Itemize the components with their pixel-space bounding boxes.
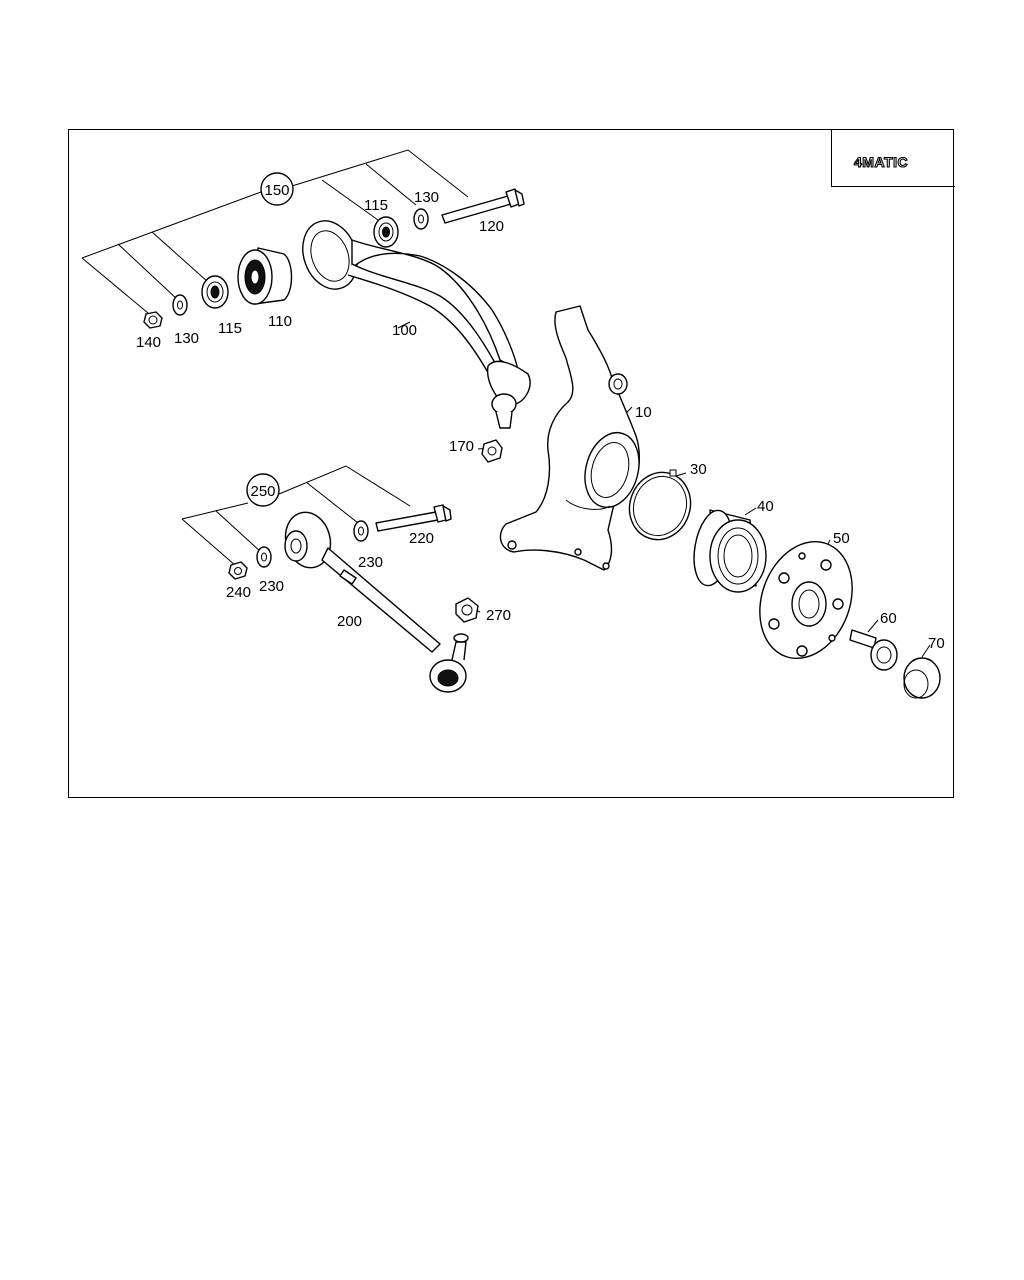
part-140-nut bbox=[143, 311, 163, 329]
part-30-retaining-ring bbox=[628, 469, 692, 541]
label-270: 270 bbox=[486, 607, 511, 624]
label-70: 70 bbox=[928, 635, 945, 652]
part-115-bushing-right bbox=[373, 216, 399, 248]
part-130-washer-left bbox=[172, 294, 188, 316]
label-130-left: 130 bbox=[174, 330, 199, 347]
part-230-washer-left bbox=[256, 546, 272, 568]
label-170: 170 bbox=[449, 438, 474, 455]
label-40: 40 bbox=[757, 498, 774, 515]
part-110-rubber-bushing bbox=[237, 247, 293, 305]
part-130-washer-right bbox=[413, 208, 429, 230]
label-115-left: 115 bbox=[218, 320, 242, 337]
part-labels: 150 250 10 30 40 50 60 70 100 110 115 11… bbox=[136, 182, 945, 652]
label-140: 140 bbox=[136, 334, 161, 351]
leader-lines bbox=[81, 149, 931, 658]
part-120-bolt bbox=[441, 188, 525, 224]
label-30: 30 bbox=[690, 461, 707, 478]
label-240: 240 bbox=[226, 584, 251, 601]
4matic-badge: 4MATIC bbox=[831, 129, 955, 187]
part-230-washer-right bbox=[353, 520, 369, 542]
label-220: 220 bbox=[409, 530, 434, 547]
group-150-circle bbox=[260, 172, 294, 206]
part-100-upper-control-arm bbox=[302, 220, 531, 429]
label-120: 120 bbox=[479, 218, 504, 235]
part-70-dust-cap bbox=[903, 657, 941, 699]
label-130-right: 130 bbox=[414, 189, 439, 206]
label-100: 100 bbox=[392, 322, 417, 339]
part-10-steering-knuckle bbox=[499, 305, 641, 571]
diagram-frame bbox=[68, 129, 954, 798]
label-110: 110 bbox=[268, 313, 292, 330]
part-240-nut bbox=[228, 561, 248, 580]
label-50: 50 bbox=[833, 530, 850, 547]
label-200: 200 bbox=[337, 613, 362, 630]
label-150: 150 bbox=[264, 182, 289, 199]
group-250-circle bbox=[246, 473, 280, 507]
4matic-logo: 4MATIC bbox=[853, 153, 908, 170]
part-220-bolt bbox=[375, 504, 452, 532]
label-10: 10 bbox=[635, 404, 652, 421]
part-200-lower-link-arm bbox=[284, 511, 469, 693]
part-50-wheel-hub bbox=[759, 540, 853, 660]
part-40-wheel-bearing bbox=[693, 509, 767, 593]
label-230-left: 230 bbox=[259, 578, 284, 595]
label-60: 60 bbox=[880, 610, 897, 627]
label-115-right: 115 bbox=[364, 197, 388, 214]
label-230-right: 230 bbox=[358, 554, 383, 571]
label-250: 250 bbox=[250, 483, 275, 500]
part-270-nut bbox=[455, 597, 479, 623]
part-60-hub-bolt bbox=[849, 629, 898, 671]
part-170-nut bbox=[481, 439, 503, 463]
badge-text: 4MATIC bbox=[854, 154, 908, 170]
part-115-bushing-left bbox=[201, 275, 229, 309]
